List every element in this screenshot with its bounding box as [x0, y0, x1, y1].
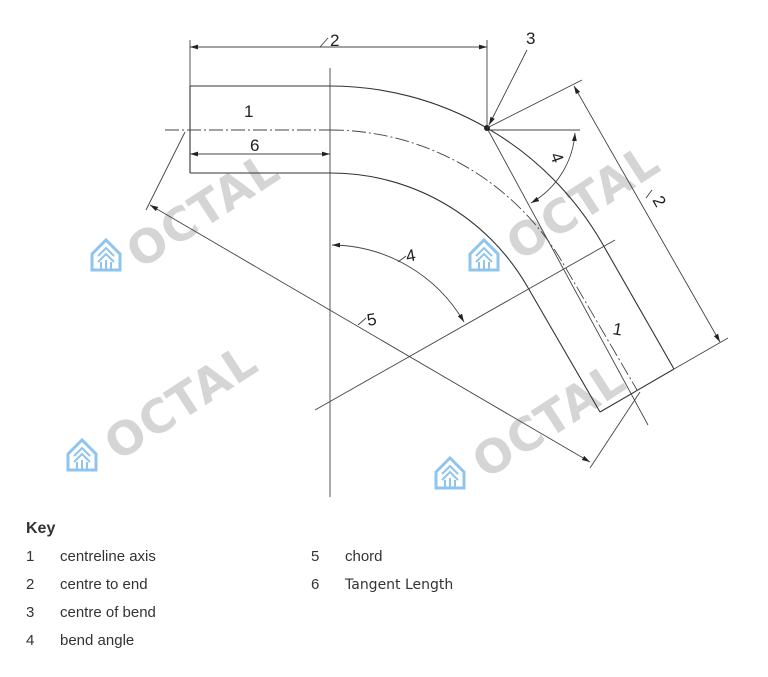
key-text: centre to end [60, 576, 148, 593]
svg-text:4: 4 [404, 246, 417, 266]
key-number: 1 [26, 548, 35, 565]
straight-section [189, 85, 330, 174]
key-text: Tangent Length [345, 577, 454, 593]
key-number: 2 [26, 576, 35, 593]
bend-diagram: OCTAL OCTAL OCTAL OCTAL 2 3 1 [66, 29, 729, 497]
svg-text:4: 4 [546, 150, 567, 165]
key-item: 5 chord [311, 548, 383, 565]
centre-of-bend: 3 [484, 29, 535, 131]
svg-text:2: 2 [330, 31, 339, 50]
svg-text:6: 6 [250, 136, 259, 155]
key-text: bend angle [60, 632, 135, 649]
key-text: centre of bend [60, 604, 156, 621]
svg-text:OCTAL: OCTAL [463, 351, 635, 489]
key-item: 6 Tangent Length [311, 576, 453, 593]
key-number: 4 [26, 632, 35, 649]
svg-text:OCTAL: OCTAL [95, 333, 267, 471]
key-number: 3 [26, 604, 35, 621]
chord-dimension: 5 [145, 131, 641, 469]
svg-text:OCTAL: OCTAL [497, 133, 669, 271]
key-number: 5 [311, 548, 320, 565]
bend-section [329, 85, 675, 413]
key-item: 4 bend angle [26, 632, 134, 649]
tangent-length-dimension: 6 [190, 136, 330, 157]
top-dimension: 2 [189, 31, 488, 128]
label-centreline: 1 [244, 102, 253, 121]
key-text: chord [345, 548, 383, 565]
bend-angle-dimension: 4 [331, 242, 465, 323]
svg-text:2: 2 [649, 193, 670, 211]
key-title: Key [26, 520, 56, 537]
svg-text:3: 3 [526, 29, 535, 48]
key-item: 3 centre of bend [26, 604, 156, 621]
key-item: 2 centre to end [26, 576, 148, 593]
svg-text:5: 5 [365, 310, 378, 330]
svg-text:OCTAL: OCTAL [117, 141, 289, 279]
label-leg-centreline: 1 [611, 319, 624, 339]
key-number: 6 [311, 576, 320, 593]
key-text: centreline axis [60, 548, 156, 565]
key-item: 1 centreline axis [26, 548, 156, 565]
key-legend: Key 1 centreline axis 2 centre to end 3 cen… [26, 520, 453, 649]
